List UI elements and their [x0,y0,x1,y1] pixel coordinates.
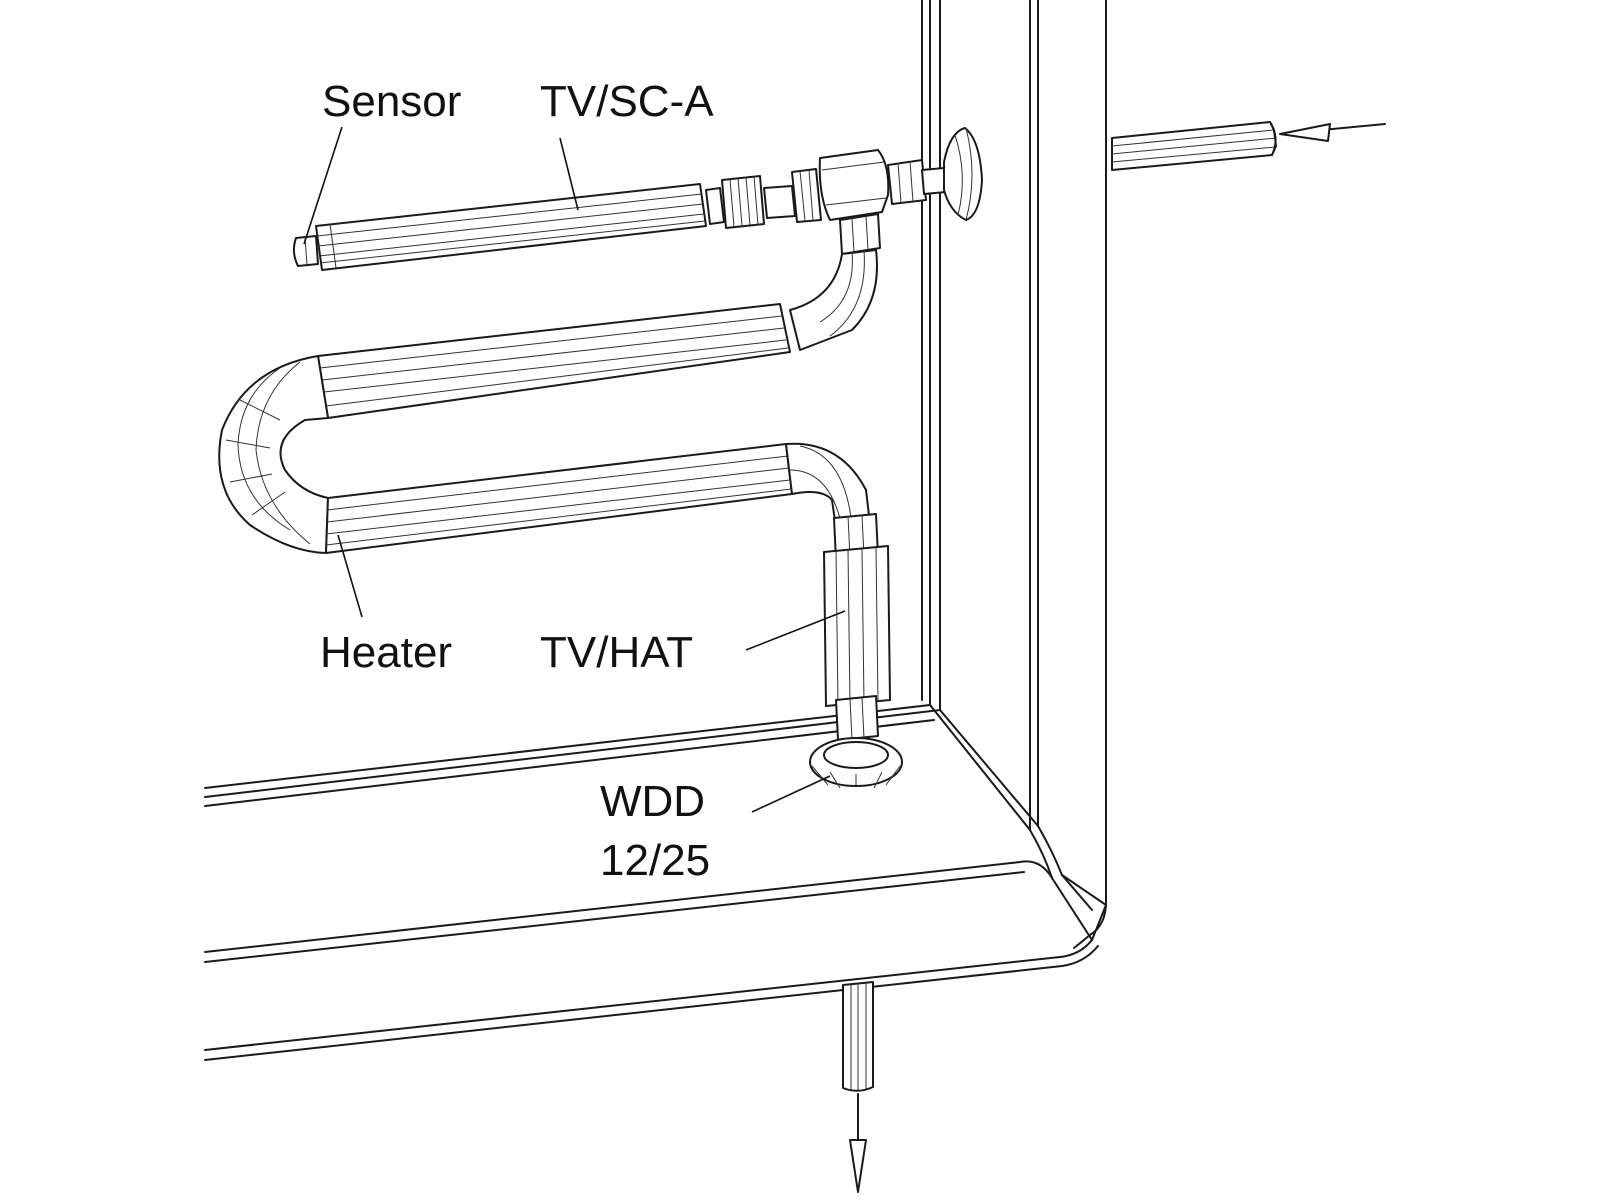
housing-frame [204,0,1107,1061]
inlet-rod [1111,121,1277,171]
label-heater: Heater [320,628,452,677]
label-wdd-line1: WDD [600,777,705,826]
outlet-arrow [849,1093,867,1193]
threaded-coupling [705,168,822,229]
label-sensor: Sensor [322,77,461,126]
heater-tube [218,249,878,554]
outlet-rod [842,981,874,1092]
inlet-arrow [1279,123,1386,142]
tv-hat-assembly [823,513,891,741]
label-tv-sc-a: TV/SC-A [540,77,714,126]
leader-heater [337,534,363,618]
tv-sc-a-body [315,183,707,271]
label-tv-hat: TV/HAT [540,628,693,677]
label-wdd-line2: 12/25 [600,836,710,885]
tee-fitting [818,149,947,255]
leader-lines [303,126,846,813]
leader-wdd [751,775,831,813]
wdd-12-25-fitting [809,737,903,789]
leader-tv-sc-a [559,137,579,211]
wall-flange-top [943,127,983,221]
leader-sensor [303,126,343,245]
leader-tv-hat [745,610,846,651]
